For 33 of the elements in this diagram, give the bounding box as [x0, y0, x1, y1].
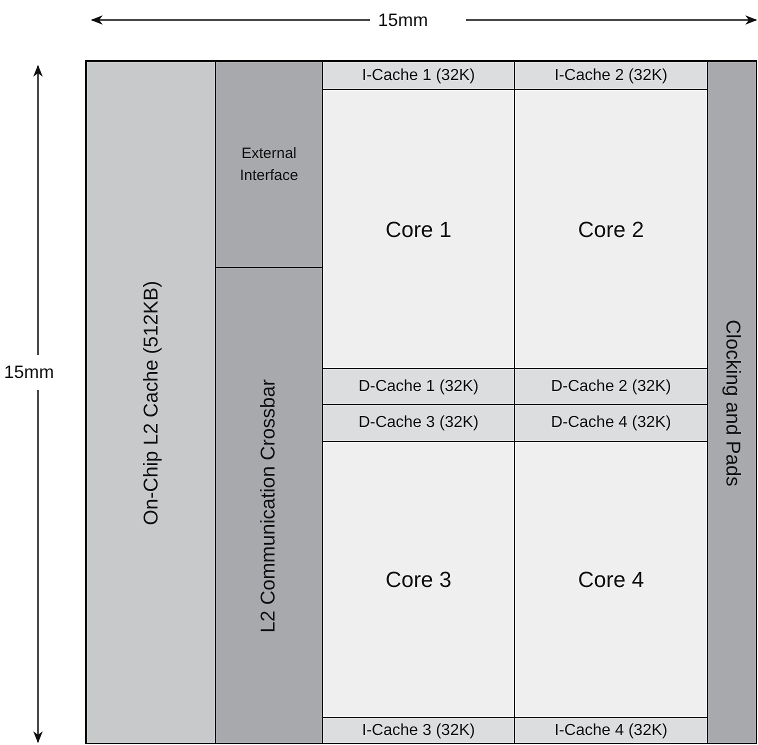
interface-block — [215, 61, 323, 268]
block-label: D-Cache 2 (32K) — [550, 376, 672, 396]
cache-block — [322, 368, 515, 405]
core-block — [514, 441, 708, 718]
block-label: D-Cache 4 (32K) — [550, 413, 672, 433]
block-label: I-Cache 2 (32K) — [554, 66, 668, 86]
cache-block — [514, 404, 708, 442]
block-label: D-Cache 3 (32K) — [357, 413, 480, 433]
core-block — [514, 89, 708, 369]
crossbar-block — [215, 267, 323, 744]
cache-block — [322, 61, 515, 90]
core-block — [322, 89, 515, 369]
block-label: Core 1 — [384, 216, 453, 244]
cache-block — [322, 404, 515, 442]
block-label: Core 4 — [576, 566, 646, 594]
core-block — [322, 441, 515, 718]
block-label: I-Cache 1 (32K) — [361, 66, 476, 86]
cache-block — [322, 717, 515, 744]
block-label: D-Cache 1 (32K) — [357, 376, 480, 396]
cache-block — [514, 368, 708, 405]
block-label: Clocking and Pads — [720, 319, 744, 486]
dimension-label: 15mm — [378, 9, 428, 31]
dimension-label: 15mm — [4, 361, 54, 383]
block-label: External Interface — [238, 144, 300, 186]
block-label: L2 Communication Crossbar — [257, 378, 281, 632]
block-label: Core 2 — [576, 216, 646, 244]
cache-block — [514, 61, 708, 90]
cache-block — [514, 717, 708, 744]
block-label: Core 3 — [384, 566, 453, 594]
block-label: I-Cache 3 (32K) — [361, 720, 476, 740]
block-label: I-Cache 4 (32K) — [554, 720, 668, 740]
block-label: On-Chip L2 Cache (512KB) — [139, 280, 163, 525]
pads-block — [707, 61, 757, 744]
